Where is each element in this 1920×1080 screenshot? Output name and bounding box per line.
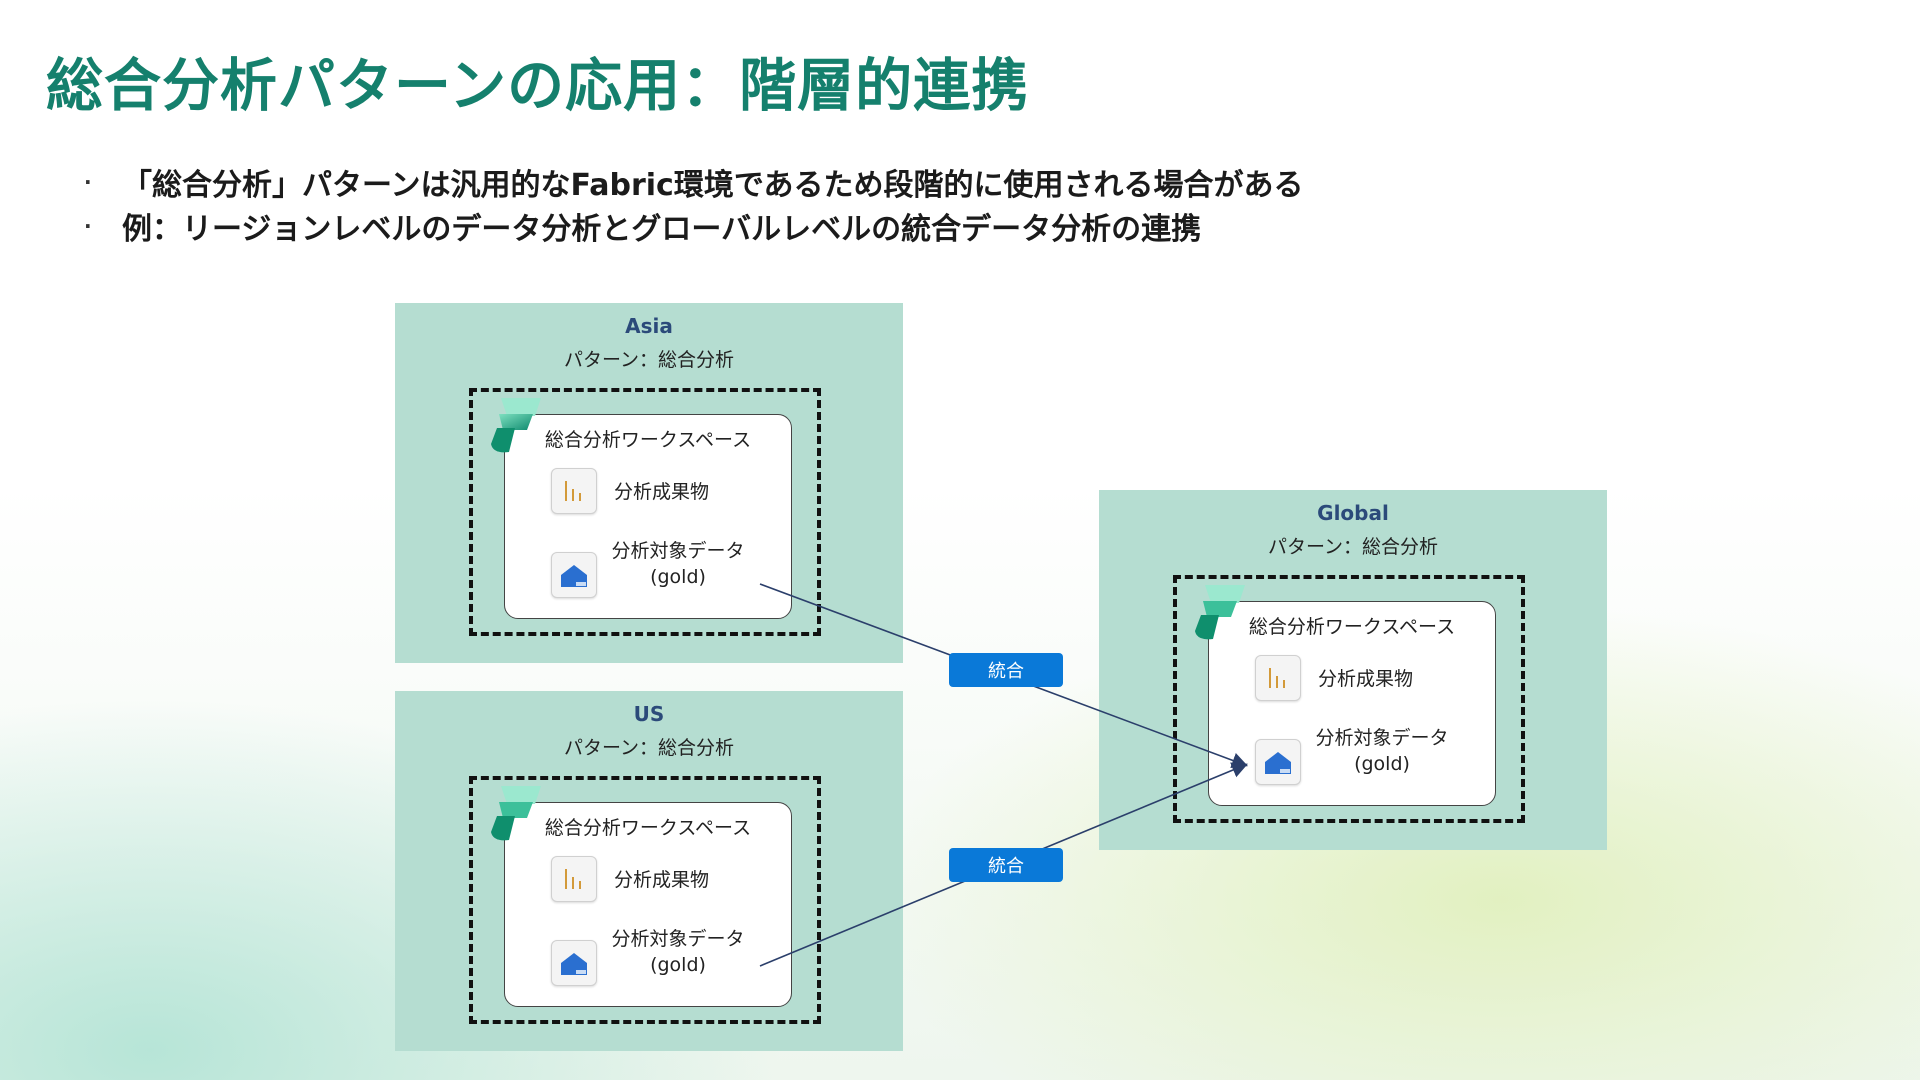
region-pattern: パターン：総合分析 (563, 349, 735, 371)
report-chart-icon (1255, 655, 1301, 701)
data-label-line2: (gold) (650, 954, 706, 976)
report-chart-icon (551, 468, 597, 514)
bullet-item: · 「総合分析」パターンは汎用的なFabric環境であるため段階的に使用される場… (84, 160, 1304, 204)
page-title: 総合分析パターンの応用：階層的連携 (46, 53, 1030, 119)
artifacts-label: 分析成果物 (614, 481, 710, 503)
bullet-text: 例：リージョンレベルのデータ分析とグローバルレベルの統合データ分析の連携 (122, 212, 1202, 247)
data-label: 分析対象データ (gold) (603, 538, 753, 590)
bullet-item: · 例：リージョンレベルのデータ分析とグローバルレベルの統合データ分析の連携 (84, 204, 1304, 248)
data-label-line2: (gold) (1354, 753, 1410, 775)
region-global: Global パターン：総合分析 総合分析ワークスペース 分析成果物 分析対象デ… (1099, 490, 1607, 850)
lakehouse-icon (551, 940, 597, 986)
artifacts-label: 分析成果物 (1318, 668, 1414, 690)
workspace-title: 総合分析ワークスペース (1248, 616, 1456, 638)
data-label-line2: (gold) (650, 566, 706, 588)
workspace-title: 総合分析ワークスペース (544, 429, 752, 451)
region-name: Asia (625, 314, 673, 338)
artifacts-label: 分析成果物 (614, 869, 710, 891)
report-chart-icon (551, 856, 597, 902)
integration-badge-us: 統合 (949, 848, 1063, 882)
fabric-logo-icon (491, 786, 541, 841)
region-asia: Asia パターン：総合分析 総合分析ワークスペース 分析成果物 分析対象データ… (395, 303, 903, 663)
workspace-card: 総合分析ワークスペース 分析成果物 分析対象データ (gold) (504, 414, 792, 619)
region-name: Global (1317, 501, 1389, 525)
fabric-logo-icon (491, 398, 541, 453)
region-us: US パターン：総合分析 総合分析ワークスペース 分析成果物 分析対象データ (… (395, 691, 903, 1051)
bullet-text: 「総合分析」パターンは汎用的なFabric環境であるため段階的に使用される場合が… (122, 168, 1304, 203)
lakehouse-icon (1255, 739, 1301, 785)
workspace-card: 総合分析ワークスペース 分析成果物 分析対象データ (gold) (504, 802, 792, 1007)
region-pattern: パターン：総合分析 (563, 737, 735, 759)
bullet-dot-icon: · (84, 214, 92, 238)
region-name: US (633, 702, 665, 726)
data-label-line1: 分析対象データ (1315, 727, 1449, 749)
data-label-line1: 分析対象データ (611, 540, 745, 562)
workspace-title: 総合分析ワークスペース (544, 817, 752, 839)
data-label: 分析対象データ (gold) (603, 926, 753, 978)
lakehouse-icon (551, 552, 597, 598)
data-label: 分析対象データ (gold) (1307, 725, 1457, 777)
data-label-line1: 分析対象データ (611, 928, 745, 950)
integration-badge-asia: 統合 (949, 653, 1063, 687)
bullet-dot-icon: · (84, 170, 92, 194)
workspace-card: 総合分析ワークスペース 分析成果物 分析対象データ (gold) (1208, 601, 1496, 806)
fabric-logo-icon (1195, 585, 1245, 640)
region-pattern: パターン：総合分析 (1267, 536, 1439, 558)
workspace-boundary (469, 388, 821, 636)
bullet-list: · 「総合分析」パターンは汎用的なFabric環境であるため段階的に使用される場… (84, 160, 1304, 248)
